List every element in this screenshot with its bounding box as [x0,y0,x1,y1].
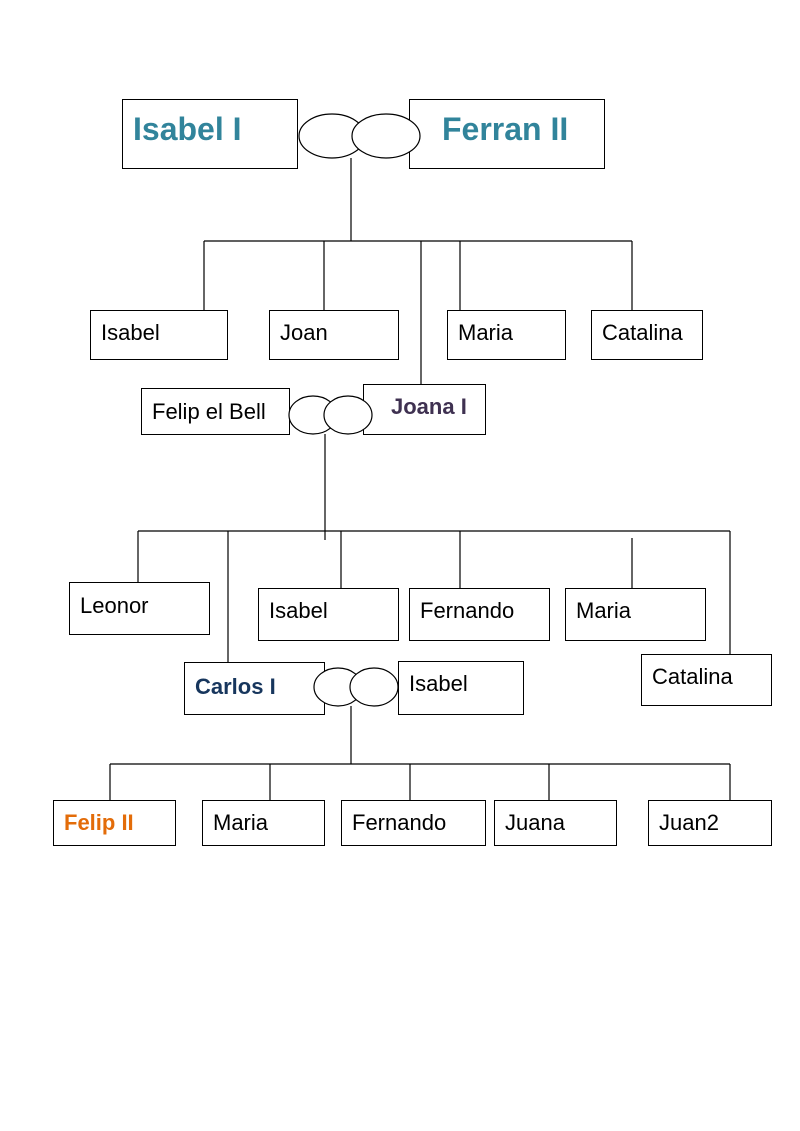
person-name: Juana [505,810,565,835]
child-maria: Maria [447,310,566,360]
person-name: Juan2 [659,810,719,835]
child-fernando-gen3: Fernando [409,588,550,641]
heir-felip-ii: Felip II [53,800,176,846]
person-name: Isabel [409,671,468,696]
person-ferran-ii: Ferran II [409,99,605,169]
child-maria-gen3: Maria [565,588,706,641]
person-name: Ferran II [442,111,569,147]
child-catalina-gen3: Catalina [641,654,772,706]
child-maria-gen4: Maria [202,800,325,846]
person-name: Leonor [80,593,149,618]
person-name: Fernando [420,598,515,623]
spouse-isabel: Isabel [398,661,524,715]
person-name: Maria [458,320,514,345]
person-name: Carlos I [195,674,276,699]
person-name: Catalina [652,664,733,689]
child-isabel-gen3: Isabel [258,588,399,641]
person-name: Maria [576,598,632,623]
heir-joana-i: Joana I [363,384,486,435]
person-name: Joan [280,320,328,345]
person-name: Isabel [101,320,160,345]
person-isabel-i: Isabel I [122,99,298,169]
person-name: Isabel I [133,111,242,147]
heir-carlos-i: Carlos I [184,662,325,715]
person-name: Felip II [64,810,134,835]
child-catalina: Catalina [591,310,703,360]
child-juan2: Juan2 [648,800,772,846]
spouse-felip-el-bell: Felip el Bell [141,388,290,435]
person-name: Fernando [352,810,447,835]
child-isabel: Isabel [90,310,228,360]
child-juana: Juana [494,800,617,846]
person-name: Felip el Bell [152,399,266,424]
person-name: Maria [213,810,269,835]
person-name: Catalina [602,320,683,345]
child-joan: Joan [269,310,399,360]
person-name: Joana I [391,394,467,419]
child-fernando-gen4: Fernando [341,800,486,846]
person-name: Isabel [269,598,328,623]
child-leonor: Leonor [69,582,210,635]
